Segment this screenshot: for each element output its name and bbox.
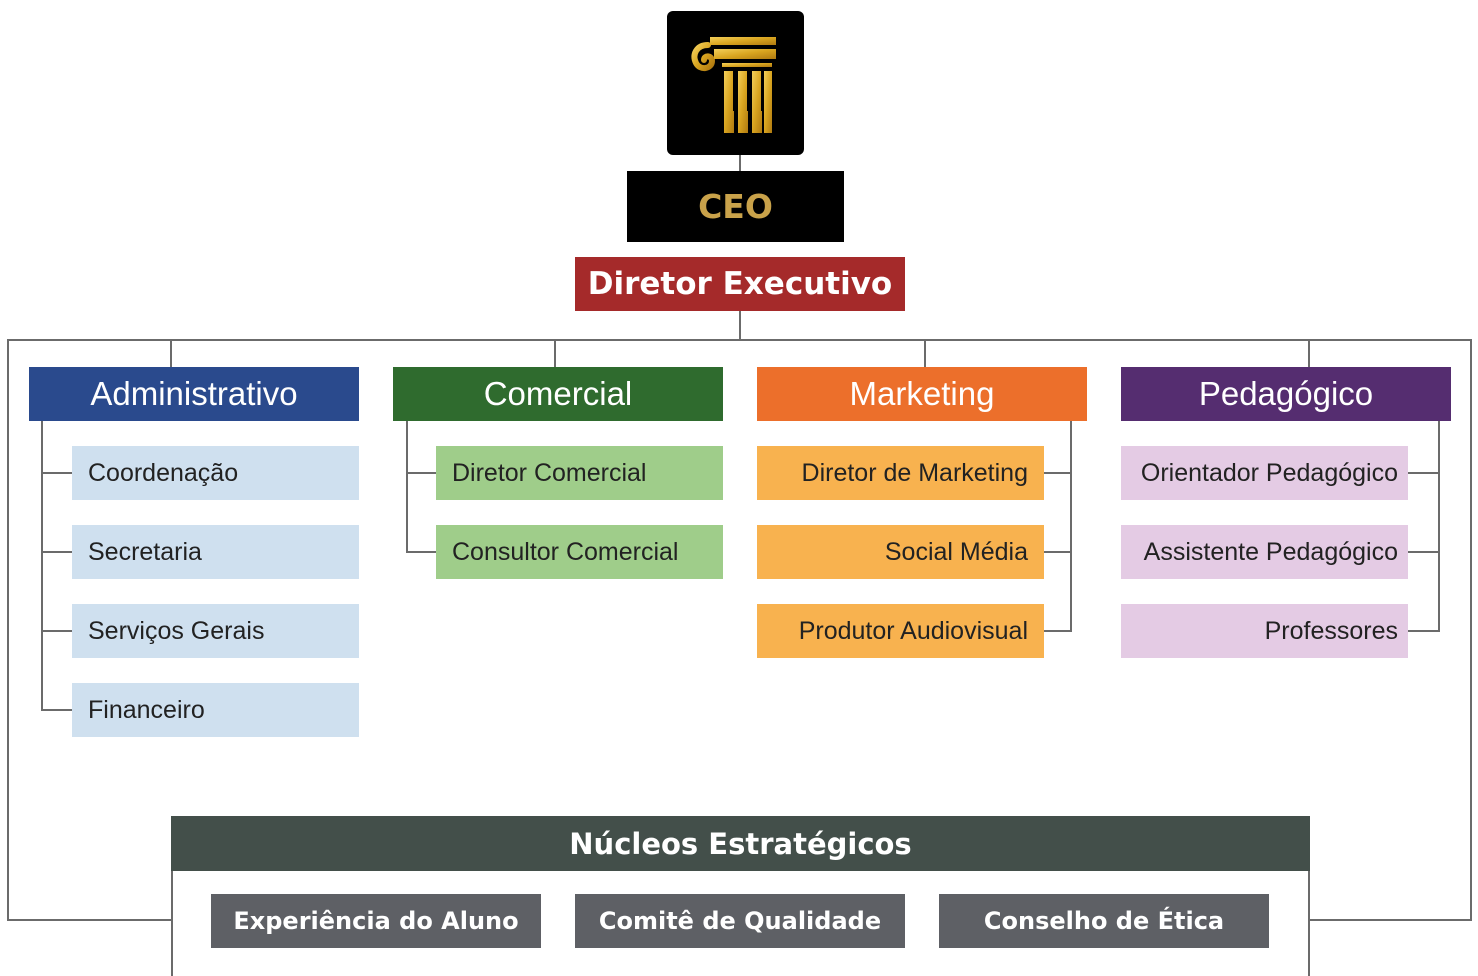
right-outer-vertical xyxy=(1470,339,1472,921)
role-label: Orientador Pedagógico xyxy=(1140,458,1398,487)
nucleos-item: Comitê de Qualidade xyxy=(575,894,905,948)
tree-administrativo-branch xyxy=(41,551,73,553)
dept-title-marketing: Marketing xyxy=(849,375,995,412)
tree-marketing-branch xyxy=(1043,551,1072,553)
connector-logo-ceo xyxy=(739,154,741,172)
ionic-column-icon xyxy=(691,37,776,133)
ceo-label: CEO xyxy=(698,187,773,226)
role-label: Social Média xyxy=(884,537,1028,566)
drop-administrativo xyxy=(170,339,172,368)
nucleos-item-label: Comitê de Qualidade xyxy=(598,907,882,935)
tree-pedagogico-vertical xyxy=(1438,420,1440,632)
nucleos-header: Núcleos Estratégicos xyxy=(171,816,1310,871)
drop-comercial xyxy=(554,339,556,368)
role-box-pedagogico: Orientador Pedagógico xyxy=(1121,446,1408,500)
role-label: Diretor Comercial xyxy=(452,458,647,487)
dept-header-marketing: Marketing xyxy=(757,367,1087,421)
nucleos-item: Conselho de Ética xyxy=(939,894,1269,948)
role-label: Produtor Audiovisual xyxy=(798,616,1028,645)
role-label: Consultor Comercial xyxy=(452,537,679,566)
tree-comercial-branch xyxy=(406,551,437,553)
drop-marketing xyxy=(924,339,926,368)
role-label: Assistente Pedagógico xyxy=(1143,537,1398,566)
dept-title-administrativo: Administrativo xyxy=(90,375,298,412)
tree-administrativo-branch xyxy=(41,709,73,711)
left-outer-bottom xyxy=(7,919,172,921)
horizontal-bus xyxy=(7,339,1472,341)
company-logo xyxy=(667,11,804,155)
role-label: Coordenação xyxy=(88,458,239,487)
role-box-administrativo: Serviços Gerais xyxy=(72,604,359,658)
tree-administrativo-branch xyxy=(41,630,73,632)
tree-comercial-branch xyxy=(406,472,437,474)
dept-header-administrativo: Administrativo xyxy=(29,367,359,421)
tree-pedagogico-branch xyxy=(1407,472,1440,474)
role-box-marketing: Diretor de Marketing xyxy=(757,446,1044,500)
role-box-pedagogico: Professores xyxy=(1121,604,1408,658)
dept-header-pedagogico: Pedagógico xyxy=(1121,367,1451,421)
drop-pedagogico xyxy=(1308,339,1310,368)
tree-marketing-vertical xyxy=(1070,420,1072,632)
left-outer-vertical xyxy=(7,339,9,921)
director-label: Diretor Executivo xyxy=(587,266,893,302)
tree-administrativo-vertical xyxy=(41,420,43,711)
role-box-administrativo: Financeiro xyxy=(72,683,359,737)
tree-administrativo-branch xyxy=(41,472,73,474)
dept-header-comercial: Comercial xyxy=(393,367,723,421)
dept-title-pedagogico: Pedagógico xyxy=(1198,375,1374,412)
right-outer-bottom xyxy=(1308,919,1472,921)
role-box-administrativo: Coordenação xyxy=(72,446,359,500)
nucleos-container xyxy=(171,816,1310,976)
nucleos-item: Experiência do Aluno xyxy=(211,894,541,948)
dept-title-comercial: Comercial xyxy=(483,375,633,412)
role-label: Diretor de Marketing xyxy=(801,458,1028,487)
director-box: Diretor Executivo xyxy=(575,257,905,311)
role-box-comercial: Diretor Comercial xyxy=(436,446,723,500)
nucleos-item-label: Conselho de Ética xyxy=(983,907,1225,935)
tree-comercial-vertical xyxy=(406,420,408,553)
connector-director-down xyxy=(739,311,741,340)
tree-marketing-branch xyxy=(1043,472,1072,474)
role-label: Serviços Gerais xyxy=(88,616,265,645)
role-box-marketing: Produtor Audiovisual xyxy=(757,604,1044,658)
role-label: Secretaria xyxy=(88,537,202,566)
role-label: Professores xyxy=(1264,616,1398,645)
tree-pedagogico-branch xyxy=(1407,630,1440,632)
ceo-box: CEO xyxy=(627,171,844,242)
role-box-pedagogico: Assistente Pedagógico xyxy=(1121,525,1408,579)
role-box-comercial: Consultor Comercial xyxy=(436,525,723,579)
role-box-marketing: Social Média xyxy=(757,525,1044,579)
tree-pedagogico-branch xyxy=(1407,551,1440,553)
nucleos-item-label: Experiência do Aluno xyxy=(233,907,519,935)
role-box-administrativo: Secretaria xyxy=(72,525,359,579)
role-label: Financeiro xyxy=(88,695,205,724)
nucleos-title: Núcleos Estratégicos xyxy=(569,826,912,861)
tree-marketing-branch xyxy=(1043,630,1072,632)
